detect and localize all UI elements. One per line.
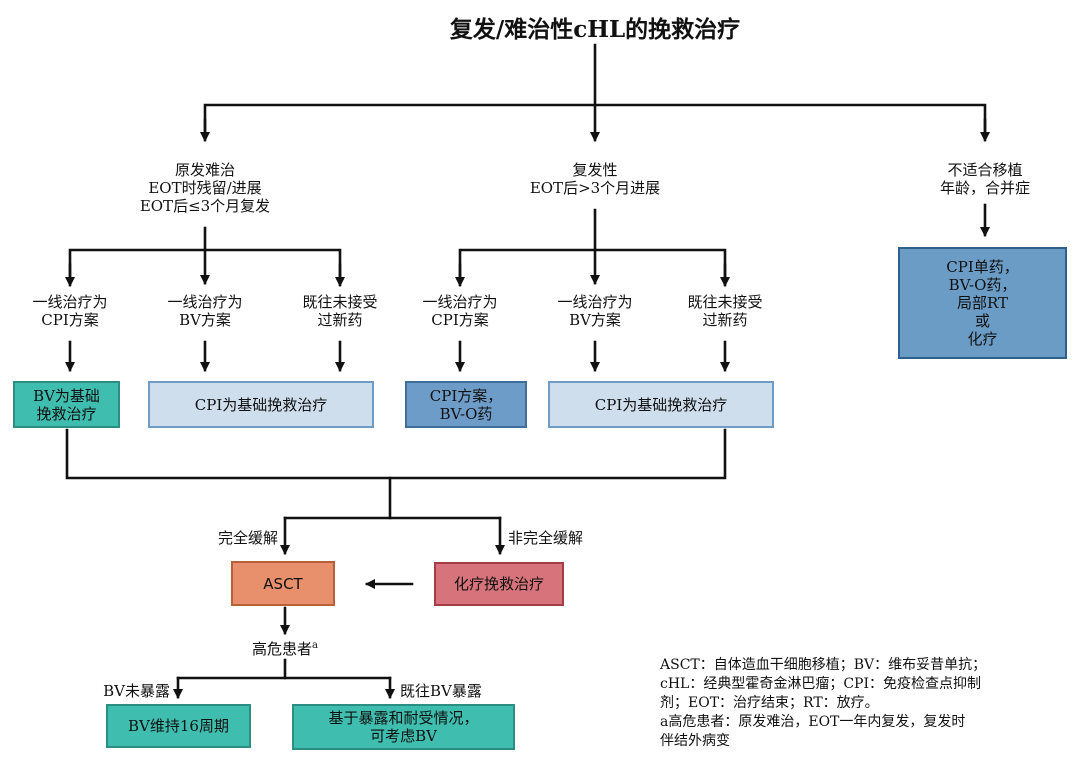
branch-relapsed: 复发性 EOT后>3个月进展 — [529, 161, 661, 197]
sub-branch-pr-bv: 一线治疗为 BV方案 — [167, 293, 243, 329]
page-title: 复发/难治性cHL的挽救治疗 — [449, 16, 741, 43]
box-bv-maintenance: BV维持16周期 — [106, 704, 251, 748]
label-bv-naive: BV未暴露 — [103, 682, 170, 700]
box-cpi-based-salvage-2: CPI为基础挽救治疗 — [548, 381, 774, 428]
sub-branch-pr-new: 既往未接受 过新药 — [302, 293, 378, 329]
label-high-risk-patients: 高危患者a — [225, 637, 345, 658]
box-asct: ASCT — [231, 561, 335, 606]
sub-branch-rl-new: 既往未接受 过新药 — [687, 293, 763, 329]
sub-branch-rl-cpi: 一线治疗为 CPI方案 — [422, 293, 498, 329]
box-consider-bv: 基于暴露和耐受情况， 可考虑BV — [292, 704, 515, 750]
box-chemo-salvage: 化疗挽救治疗 — [434, 562, 564, 606]
box-cpi-based-salvage-1: CPI为基础挽救治疗 — [148, 381, 374, 428]
label-bv-exposed: 既往BV暴露 — [400, 682, 482, 700]
branch-transplant-ineligible: 不适合移植 年龄，合并症 — [939, 161, 1030, 197]
box-cpi-bvo: CPI方案， BV-O药 — [405, 381, 527, 428]
box-ineligible-treatment: CPI单药， BV-O药， 局部RT 或 化疗 — [898, 247, 1067, 359]
high-risk-footnote-marker: a — [312, 640, 318, 651]
branch-primary-refractory: 原发难治 EOT时残留/进展 EOT后≤3个月复发 — [139, 161, 271, 215]
footnote-abbreviations: ASCT：自体造血干细胞移植；BV：维布妥昔单抗； cHL：经典型霍奇金淋巴瘤；… — [660, 657, 987, 749]
sub-branch-rl-bv: 一线治疗为 BV方案 — [557, 293, 633, 329]
label-incomplete-response: 非完全缓解 — [508, 529, 584, 547]
sub-branch-pr-cpi: 一线治疗为 CPI方案 — [32, 293, 108, 329]
box-bv-based-salvage: BV为基础 挽救治疗 — [13, 381, 120, 428]
label-complete-response: 完全缓解 — [217, 529, 278, 547]
high-risk-text: 高危患者 — [252, 640, 313, 658]
